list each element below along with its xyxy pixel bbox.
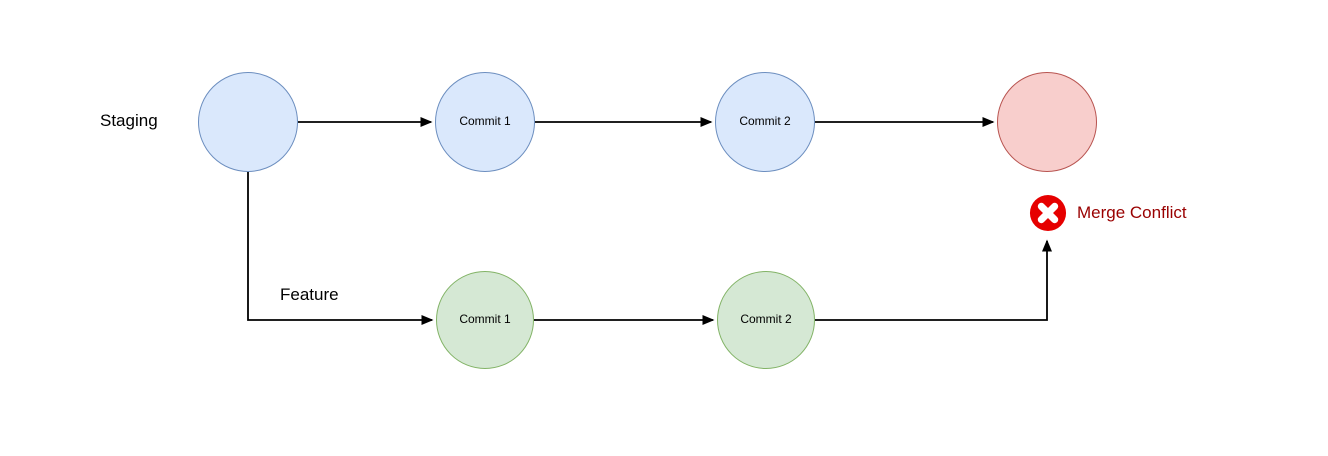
merge-conflict-annotation: Merge Conflict <box>1029 194 1187 232</box>
node-feature-commit-1: Commit 1 <box>436 271 534 369</box>
node-label: Commit 1 <box>459 312 511 327</box>
arrow-feature-commit2-to-conflict <box>815 239 1052 321</box>
node-staging-commit-2: Commit 2 <box>715 72 815 172</box>
node-label: Commit 2 <box>740 312 792 327</box>
feature-branch-label: Feature <box>280 285 339 304</box>
arrow-branch-to-feature-commit1 <box>247 172 434 325</box>
node-label: Commit 2 <box>739 114 791 129</box>
staging-branch-label: Staging <box>100 111 158 130</box>
node-staging-commit-1: Commit 1 <box>435 72 535 172</box>
node-feature-commit-2: Commit 2 <box>717 271 815 369</box>
node-merge-conflict <box>997 72 1097 172</box>
error-x-icon <box>1029 194 1067 232</box>
node-label: Commit 1 <box>459 114 511 129</box>
node-staging-start <box>198 72 298 172</box>
merge-conflict-label: Merge Conflict <box>1077 203 1187 222</box>
